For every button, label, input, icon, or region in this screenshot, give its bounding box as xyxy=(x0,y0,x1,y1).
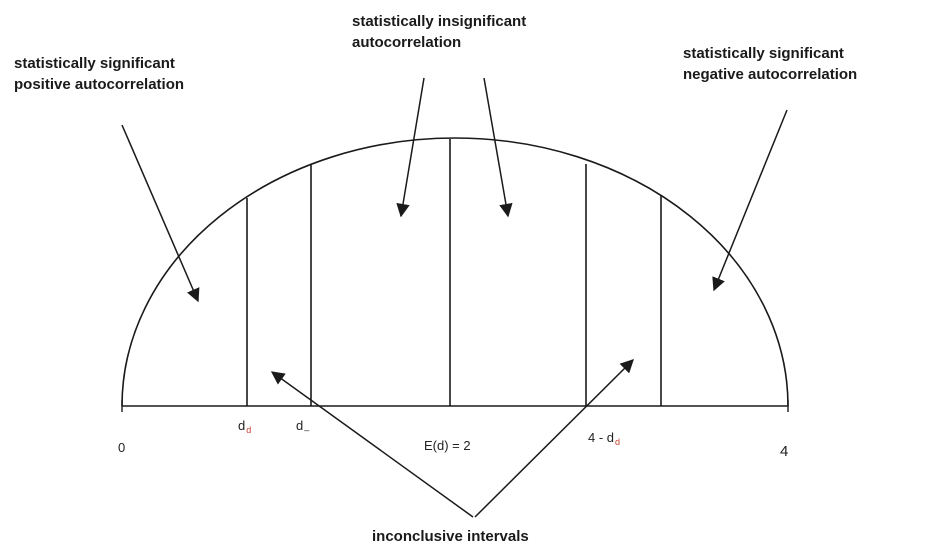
tick-label-four-minus-base: 4 - d xyxy=(588,430,615,445)
tick-label-dl-base: d xyxy=(238,418,246,433)
arrow-inconclusive-right xyxy=(474,359,634,518)
label-negative-line-2: negative autocorrelation xyxy=(683,66,858,83)
tick-label-dl-sub: d xyxy=(246,425,252,435)
arrow-positive-region xyxy=(121,124,200,303)
label-negative-line-1: statistically significant xyxy=(683,45,844,62)
tick-label-du: d– xyxy=(296,418,309,435)
arrow-insignificant-right xyxy=(483,77,513,218)
arrow-negative-region xyxy=(712,109,788,292)
tick-label-du-sub: – xyxy=(304,425,310,435)
tick-label-four-minus-sub: d xyxy=(615,437,621,447)
tick-label-four: 4 xyxy=(780,443,789,460)
tick-label-zero: 0 xyxy=(118,440,126,455)
tick-label-expected-value: E(d) = 2 xyxy=(424,438,471,453)
label-positive-line-1: statistically significant xyxy=(14,55,175,72)
arrow-insignificant-left xyxy=(396,77,425,218)
label-insignificant-line-2: autocorrelation xyxy=(352,34,462,51)
half-ellipse-outline xyxy=(121,137,789,407)
label-positive-autocorrelation: statistically significant positive autoc… xyxy=(14,53,184,95)
tick-label-four-minus-dl: 4 - dd xyxy=(588,430,620,447)
label-insignificant-autocorrelation: statistically insignificant autocorrelat… xyxy=(352,11,526,53)
label-negative-autocorrelation: statistically significant negative autoc… xyxy=(683,43,857,85)
label-positive-line-2: positive autocorrelation xyxy=(14,76,185,93)
label-inconclusive-intervals: inconclusive intervals xyxy=(372,528,529,545)
tick-label-dl: dd xyxy=(238,418,251,435)
arrow-inconclusive-left xyxy=(270,371,474,518)
label-insignificant-line-1: statistically insignificant xyxy=(352,13,527,30)
tick-label-du-base: d xyxy=(296,418,304,433)
